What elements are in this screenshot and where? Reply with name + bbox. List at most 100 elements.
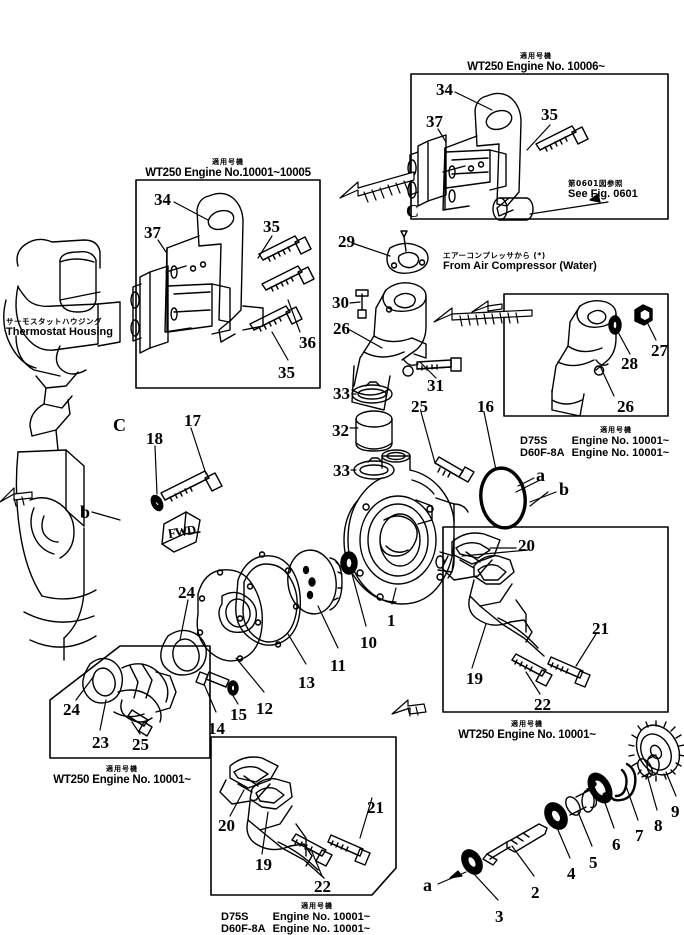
caption-jp-text: 適用号機: [106, 765, 138, 773]
callout-27: 27: [651, 341, 668, 360]
caption-en-text: WT250 Engine No. 10001~: [458, 728, 596, 741]
box-frame-wt250-left: [49, 645, 211, 759]
callout-14: 14: [208, 719, 225, 738]
snap-ring-7: [607, 762, 637, 802]
section-letter-C-top: C: [406, 201, 419, 221]
callout-21-lower: 21: [367, 798, 384, 817]
section-arrow-d75s-box: [471, 300, 503, 313]
bolt-30: [355, 289, 369, 319]
cover-12: [196, 569, 263, 662]
section-arrow-b-left: [0, 487, 33, 507]
seal-6: [587, 772, 613, 804]
impeller-20-lower: [219, 756, 279, 805]
callout-11: 11: [330, 656, 347, 675]
note-jp-text: エアーコンプレッサから (*): [443, 251, 546, 260]
callout-12: 12: [256, 699, 273, 718]
callout-35-top: 35: [541, 105, 558, 124]
pulley-11: [287, 549, 343, 615]
pipe-26-boxed: [551, 299, 617, 417]
bearing-4: [544, 802, 568, 830]
caption-d75s-d60f-lower: 適用号機 D75S Engine No. 10001~ D60F-8A Engi…: [221, 901, 377, 935]
housing-37-left: [130, 265, 231, 354]
callout-31: 31: [427, 376, 444, 395]
bolt-35-left-a: [258, 235, 312, 262]
shaft-nut-10: [340, 551, 358, 575]
section-letter-C-left: C: [113, 415, 126, 435]
caption-jp-text: 適用号機: [301, 902, 334, 910]
callout-3: 3: [495, 907, 504, 926]
fwd-arrow-marker: [155, 500, 201, 553]
model-name: D75S: [221, 911, 249, 923]
callout-20: 20: [518, 536, 535, 555]
bracket-34-left: [164, 192, 264, 343]
model-engine-no: Engine No. 10001~: [571, 447, 670, 459]
callout-15: 15: [230, 705, 247, 724]
callout-37-top: 37: [426, 112, 443, 131]
callout-7: 7: [635, 826, 644, 845]
box-frame-d75s-lower: [210, 736, 397, 896]
pump-body-1: [343, 449, 469, 605]
elbow-23: [82, 657, 177, 723]
callout-10: 10: [360, 633, 377, 652]
housing-37-top: [407, 134, 507, 207]
caption-jp-text: 適用号機: [520, 52, 552, 60]
callout-22: 22: [534, 695, 551, 714]
caption-jp-text: 適用号機: [212, 158, 244, 166]
model-engine-no: Engine No. 10001~: [571, 435, 670, 447]
callout-32: 32: [332, 421, 349, 440]
nut-27-boxed: [634, 304, 653, 326]
callout-17: 17: [184, 411, 201, 430]
note-jp-text: サーモスタットハウジング: [6, 317, 102, 326]
thermostat-housing: [3, 238, 121, 451]
callout-16: 16: [477, 397, 494, 416]
caption-model-row: D60F-8A Engine No. 10001~: [221, 923, 377, 935]
callout-35-left-b: 35: [278, 363, 295, 382]
callout-13: 13: [298, 673, 315, 692]
bolt-25: [434, 456, 475, 483]
note-jp-text: 第0601図参照: [568, 179, 623, 188]
callout-20-lower: 20: [218, 816, 235, 835]
callout-24: 24: [63, 700, 80, 719]
bolt-22-right: [511, 653, 553, 687]
callout-6: 6: [612, 835, 621, 854]
pipe-26-center: [351, 282, 427, 411]
callout-9: 9: [671, 802, 680, 821]
leader-lines: [59, 91, 677, 901]
section-letter-b-oring: b: [559, 479, 570, 499]
callout-4: 4: [567, 864, 576, 883]
bolt-21-lower: [327, 834, 371, 866]
callout-2: 2: [531, 883, 540, 902]
section-letter-a-oring: a: [536, 465, 545, 485]
shaft-2: [482, 823, 548, 866]
callout-26-boxed: 26: [617, 397, 634, 416]
box-frame-wt250-10001-10005: [135, 179, 321, 389]
bolt-35-left-b: [249, 305, 303, 332]
washer-15: [227, 680, 239, 696]
gear-9: [628, 720, 684, 782]
gasket-24-flange: [160, 629, 207, 676]
pin-0601-top: [492, 197, 534, 221]
caption-d75s-d60f-upper: 適用号機 D75S Engine No. 10001~ D60F-8A Engi…: [520, 425, 676, 459]
callout-28: 28: [621, 354, 638, 373]
caption-model-table: D75S Engine No. 10001~ D60F-8A Engine No…: [520, 435, 676, 459]
section-arrow-from-compressor: [433, 307, 533, 327]
box-frame-wt250-10006: [410, 73, 669, 220]
caption-model-row: D60F-8A Engine No. 10001~: [520, 447, 676, 459]
inlet-19-right: [468, 555, 545, 657]
note-thermostat-housing: サーモスタットハウジング Thermostat Housing: [6, 317, 113, 338]
caption-jp-text: 適用号機: [511, 720, 543, 728]
washer-18: [150, 494, 164, 512]
washer-28-boxed: [608, 315, 622, 335]
sleeve-32: [355, 410, 393, 452]
note-from-air-compressor: エアーコンプレッサから (*) From Air Compressor (Wat…: [443, 251, 597, 272]
callout-19-lower: 19: [255, 855, 272, 874]
engine-block-outline-left: [15, 449, 97, 661]
callout-25: 25: [132, 735, 149, 754]
oring-16: [479, 466, 527, 530]
model-engine-no: Engine No. 10001~: [272, 911, 371, 923]
callout-35-left-a: 35: [263, 217, 280, 236]
caption-wt250-left: 適用号機 WT250 Engine No. 10001~: [22, 765, 222, 786]
bearing-3: [461, 849, 483, 875]
